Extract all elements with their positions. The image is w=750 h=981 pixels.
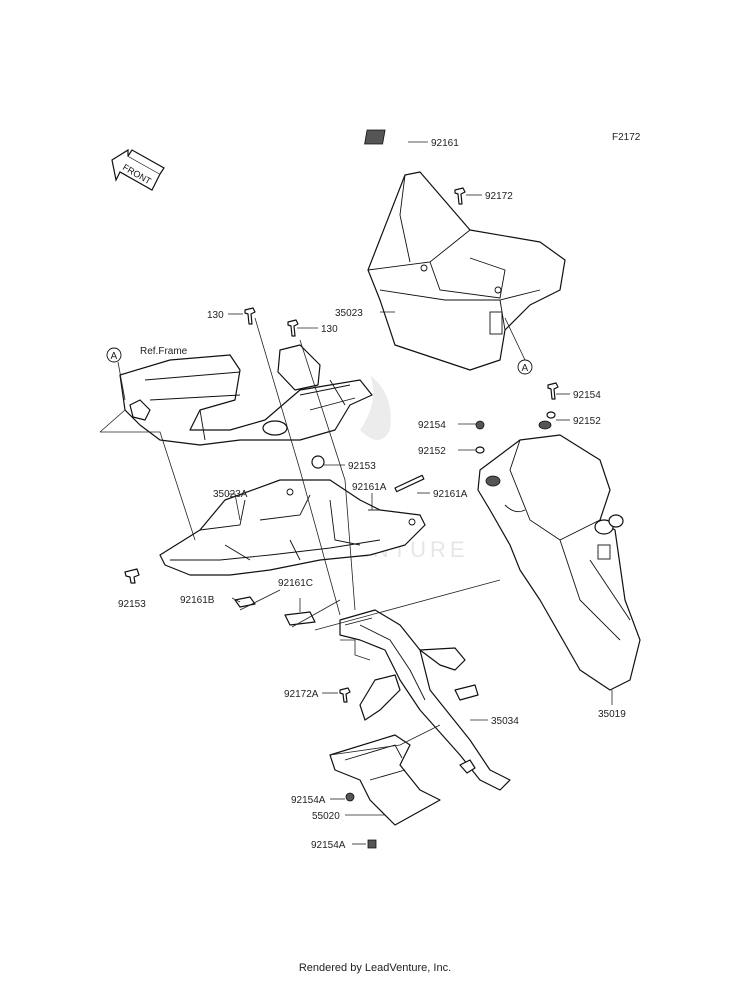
screw-92172 <box>454 187 466 205</box>
label-35023: 35023 <box>335 308 363 319</box>
plate-55020 <box>329 734 441 849</box>
washer-92152-top <box>546 411 556 419</box>
callout-a-right: A <box>517 359 533 375</box>
label-92154-mid: 92154 <box>418 420 446 431</box>
washer-92152-mid <box>475 446 485 454</box>
clip-92153-top <box>311 455 325 469</box>
label-92154-top: 92154 <box>573 390 601 401</box>
label-92153-top: 92153 <box>348 461 376 472</box>
pad-92161A-right <box>394 474 425 493</box>
diagram-code: F2172 <box>612 132 641 143</box>
label-92172: 92172 <box>485 191 513 202</box>
screw-92154-top <box>547 382 559 400</box>
label-92161A-right: 92161A <box>433 489 468 500</box>
label-92161: 92161 <box>431 138 459 149</box>
ref-frame-label: Ref.Frame <box>140 346 188 357</box>
frame: Ref.Frame <box>119 307 373 446</box>
label-92161A-left: 92161A <box>352 482 387 493</box>
bolt-130-right <box>287 319 299 337</box>
screw-92154A-bottom <box>367 839 377 849</box>
label-92153-bottom: 92153 <box>118 599 146 610</box>
label-92172A: 92172A <box>284 689 319 700</box>
footer-credit: Rendered by LeadVenture, Inc. <box>298 962 452 974</box>
svg-text:A: A <box>111 351 118 362</box>
label-92152-mid: 92152 <box>418 446 446 457</box>
part-labels: 92161 92172 35023 130 130 92154 92152 92… <box>118 138 626 851</box>
label-35034: 35034 <box>491 716 519 727</box>
svg-text:A: A <box>522 363 529 374</box>
clip-92153-bottom <box>124 568 140 584</box>
bracket-35034 <box>339 609 511 791</box>
label-92154A-top: 92154A <box>291 795 326 806</box>
leader-lines <box>99 141 613 845</box>
label-55020: 55020 <box>312 811 340 822</box>
label-92152-top: 92152 <box>573 416 601 427</box>
callout-a-left: A <box>106 347 122 363</box>
inner-fender-35023A <box>124 455 426 626</box>
cover-35023 <box>364 129 566 371</box>
bolt-130-left <box>244 307 256 325</box>
rear-fender-35019 <box>475 382 641 691</box>
label-35023A: 35023A <box>213 489 248 500</box>
pad-92161 <box>364 129 386 145</box>
screw-92154-mid <box>475 420 485 430</box>
pad-92161B <box>234 596 256 608</box>
screw-92154A-top <box>345 792 355 802</box>
label-130-right: 130 <box>321 324 338 335</box>
front-arrow-icon: FRONT <box>111 148 165 191</box>
screw-92172A <box>339 687 351 703</box>
pad-92161C <box>284 611 316 626</box>
label-92154A-bottom: 92154A <box>311 840 346 851</box>
label-35019: 35019 <box>598 709 626 720</box>
label-92161B: 92161B <box>180 595 215 606</box>
label-130-left: 130 <box>207 310 224 321</box>
label-92161C: 92161C <box>278 578 313 589</box>
